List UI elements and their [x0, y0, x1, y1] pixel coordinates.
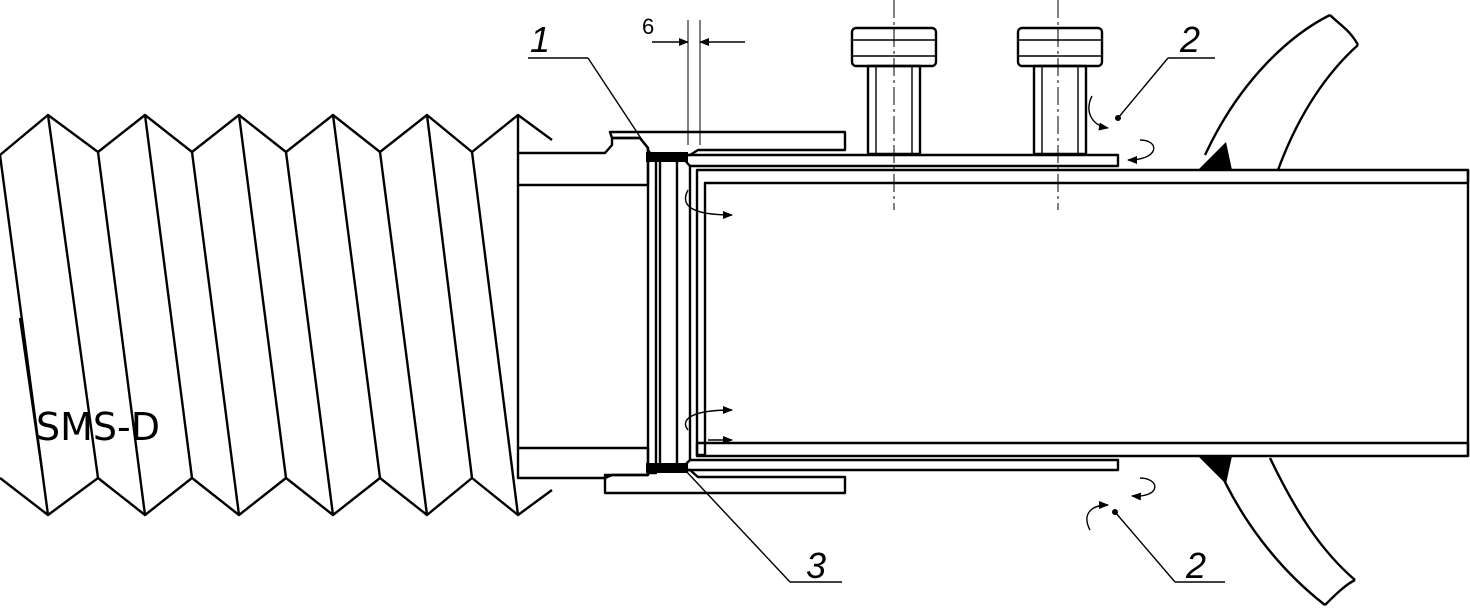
pipe-bottom-wall — [695, 441, 1470, 458]
label-2-top: 2 — [1179, 19, 1200, 60]
pipe-top-wall — [695, 168, 1470, 457]
outer-sleeve — [678, 153, 1120, 472]
flow-arrows — [684, 95, 1156, 531]
leader-3: 3 — [684, 469, 842, 586]
gasket-seal — [646, 152, 688, 475]
leader-1: 1 — [528, 19, 653, 156]
tank-wall-break-top — [1329, 14, 1360, 46]
tank-wall-outer-bottom — [1213, 459, 1326, 606]
tank-wall-inner-top — [1276, 44, 1359, 171]
seal-inner-ring — [646, 153, 658, 475]
inner-pipe — [688, 166, 1470, 460]
weld-bottom — [1198, 456, 1232, 484]
seal-top-edge — [646, 152, 688, 162]
bolt-right-shank — [1032, 64, 1088, 156]
tank-wall — [1198, 13, 1360, 606]
dimension-6-text: 6 — [642, 14, 654, 39]
outer-sleeve-bottom — [678, 458, 1120, 472]
bolt-right-head — [1016, 26, 1104, 68]
fitting-top-wall — [516, 136, 650, 187]
hose-end-fitting — [516, 136, 650, 480]
hose-bottom-profile — [0, 476, 553, 517]
bolt-left — [850, 0, 938, 210]
seal-bottom-edge — [646, 463, 688, 473]
fitting-bottom-wall — [516, 446, 650, 480]
tank-wall-break-bottom — [1324, 578, 1356, 606]
hose-diagonal-lines — [0, 114, 520, 516]
label-2-bottom: 2 — [1185, 545, 1206, 586]
label-3: 3 — [806, 545, 826, 586]
tank-wall-inner-bottom — [1268, 457, 1356, 581]
outer-sleeve-top — [678, 153, 1120, 168]
leader-2-top: 2 — [1115, 19, 1215, 121]
hose-top-profile — [0, 113, 553, 156]
dimension-6: 6 — [642, 14, 745, 145]
hose-marking-text: SMS-D — [36, 405, 160, 449]
corrugated-hose: SMS-D — [0, 113, 553, 517]
leader-2-bottom: 2 — [1112, 509, 1225, 586]
label-1: 1 — [530, 19, 550, 60]
tank-wall-outer-top — [1203, 13, 1331, 156]
bolt-right — [1016, 0, 1104, 210]
seal-ring — [658, 158, 679, 470]
sleeve-bottom — [603, 468, 847, 495]
weld-top — [1198, 142, 1232, 170]
